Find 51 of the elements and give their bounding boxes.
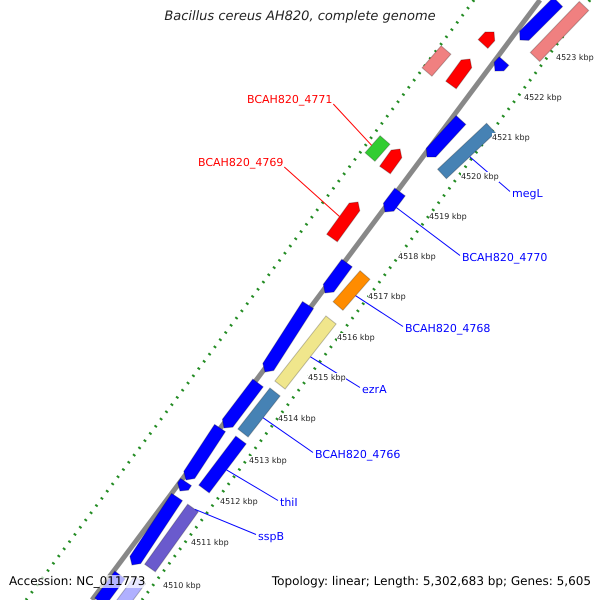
gene-feature [129,492,184,566]
leader-line [355,295,404,327]
scale-label: 4511 kbp [191,538,229,548]
gene-feature [478,32,496,50]
gene-label: ezrA [362,383,387,396]
scale-label: 4522 kbp [524,93,562,103]
gene-feature [426,114,466,158]
gene-feature [222,378,264,429]
gene-feature [519,0,564,41]
gene-feature [183,424,226,481]
scale-label: 4512 kbp [220,497,258,507]
title: Bacillus cereus AH820, complete genome [163,10,437,23]
scale-label: 4514 kbp [278,414,316,424]
gene-feature [421,45,452,77]
gene-feature [494,56,510,72]
gene-feature [198,435,247,494]
leader-line [284,166,340,217]
gene-feature [262,300,314,373]
gene-label: sspB [258,530,284,543]
leader-line [194,508,256,535]
gene-label: BCAH820_4769 [198,156,284,169]
gene-label: megL [512,187,543,200]
scale-label: 4510 kbp [163,581,201,591]
leader-line [226,469,278,501]
gene-label: BCAH820_4766 [315,448,400,461]
gene-feature [379,148,402,174]
scale-label: 4519 kbp [429,212,467,222]
leader-line [396,207,460,256]
accession-text: Accession: NC_011773 [9,575,146,588]
gene-feature [445,58,472,90]
scale-label: 4515 kbp [308,373,346,383]
leader-line [332,104,372,146]
gene-label: thiI [280,496,298,509]
gene-feature [177,478,192,492]
gene-feature [322,258,353,294]
gene-feature [326,201,360,242]
scale-label: 4518 kbp [398,252,436,262]
scale-label: 4521 kbp [492,133,530,143]
scale-label: 4523 kbp [556,53,594,63]
gene-feature [364,135,391,162]
scale-label: 4516 kbp [337,333,375,343]
gene-label: BCAH820_4771 [247,93,332,106]
leader-line [262,417,314,453]
scale-label: 4520 kbp [461,172,499,182]
scale-label: 4513 kbp [249,456,287,466]
scale-label: 4517 kbp [368,292,406,302]
leader-line [310,356,360,388]
gene-feature [382,187,406,213]
gene-label: BCAH820_4770 [462,251,548,264]
gene-label: BCAH820_4768 [405,322,490,335]
genome-info-text: Topology: linear; Length: 5,302,683 bp; Genes: 5,605 [272,575,591,588]
